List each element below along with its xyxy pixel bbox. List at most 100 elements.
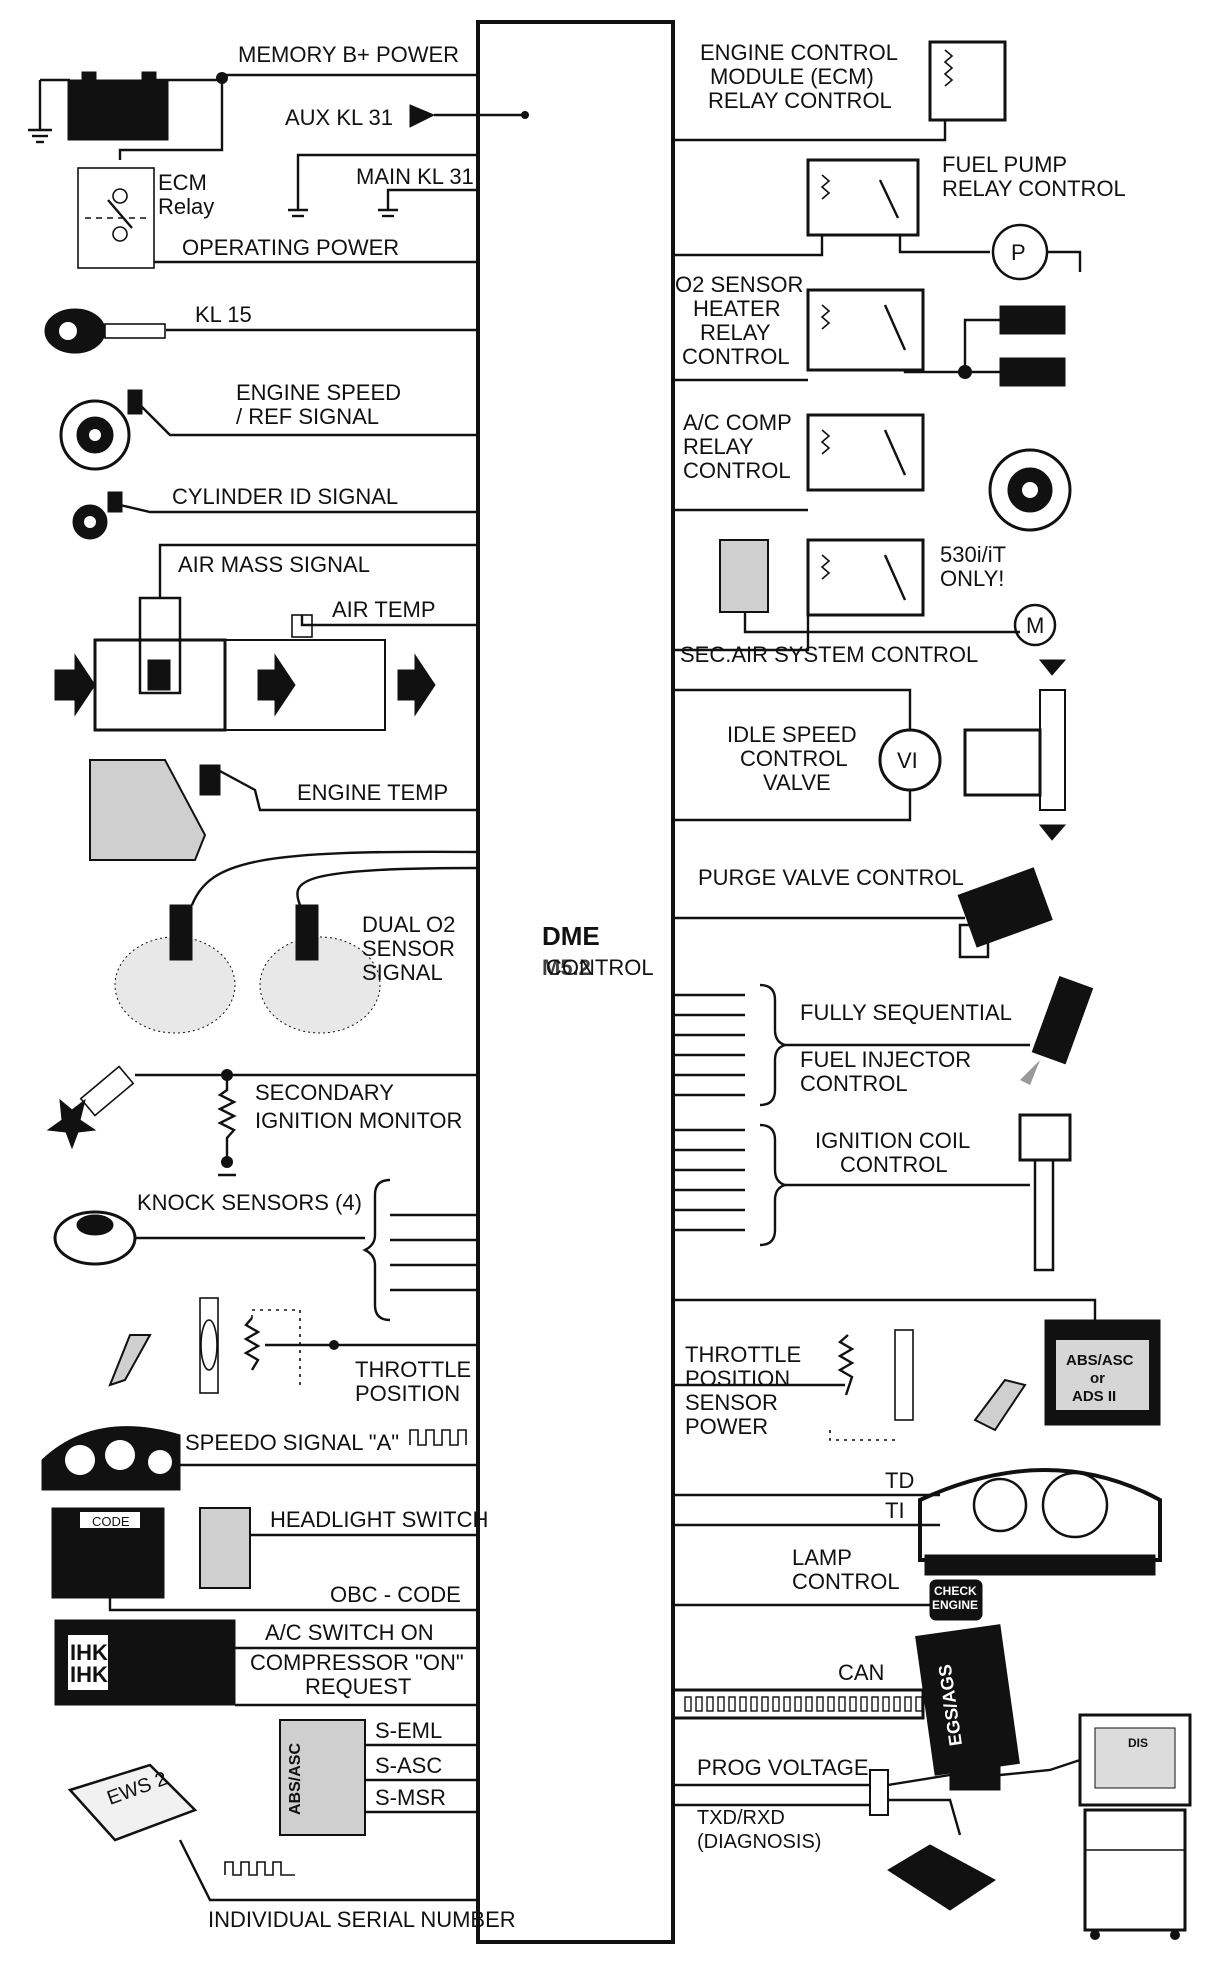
- compressor-request-label: COMPRESSOR "ON"REQUEST: [250, 1650, 464, 1699]
- coolant-temp-sensor-icon: [90, 760, 220, 860]
- can-ladder-rung: [839, 1697, 845, 1711]
- knock-sensor-icon: [55, 1212, 135, 1264]
- abs-asc-module-icon: ABS/ASC: [280, 1720, 365, 1835]
- ews-module-icon: EWS 2: [70, 1765, 195, 1840]
- serial-number-label: INDIVIDUAL SERIAL NUMBER: [208, 1907, 516, 1932]
- sec-air-label: SEC.AIR SYSTEM CONTROL: [680, 642, 978, 667]
- operating-power-label: OPERATING POWER: [182, 235, 399, 260]
- sec-air-relay-icon: [808, 540, 923, 615]
- abs-asc-module-text: ABS/ASC: [287, 1743, 304, 1815]
- ac-compressor-clutch-icon: [990, 450, 1070, 530]
- dis-text: DIS: [1128, 1736, 1148, 1750]
- headlight-switch-label: HEADLIGHT SWITCH: [270, 1507, 488, 1532]
- instrument-cluster-icon: [42, 1427, 180, 1490]
- can-ladder-rung: [707, 1697, 713, 1711]
- txd-rxd-label: TXD/RXD(DIAGNOSIS): [697, 1807, 821, 1853]
- aux-kl31-arrow-icon: [410, 105, 434, 127]
- obc-keypad-icon: CODE: [52, 1508, 164, 1598]
- secondary-ignition-label: SECONDARYIGNITION MONITOR: [255, 1080, 462, 1133]
- can-bus-icon: [673, 1690, 923, 1718]
- serial-pulse-icon: [225, 1862, 295, 1875]
- fuel-injector-icon: [1020, 977, 1093, 1085]
- can-ladder-rung: [850, 1697, 856, 1711]
- can-ladder-rung: [894, 1697, 900, 1711]
- purge-valve-icon: [958, 868, 1052, 957]
- accel-pedal-icon: [975, 1380, 1025, 1430]
- prog-voltage-label: PROG VOLTAGE: [697, 1755, 869, 1780]
- battery-icon: [28, 72, 168, 142]
- engine-speed-label: ENGINE SPEED/ REF SIGNAL: [236, 380, 401, 429]
- can-ladder-rung: [784, 1697, 790, 1711]
- cam-sensor-icon: [73, 492, 122, 539]
- dis-tester-icon: DIS: [1080, 1715, 1190, 1940]
- o2-sensor-icon: [115, 905, 380, 1033]
- air-mass-label: AIR MASS SIGNAL: [178, 552, 370, 577]
- can-ladder-rung: [872, 1697, 878, 1711]
- diagnostic-plug-icon: [950, 1762, 1000, 1790]
- engine-temp-label: ENGINE TEMP: [297, 780, 448, 805]
- idle-valve-body-icon: [965, 730, 1040, 795]
- dme-module-box: [478, 22, 673, 1942]
- aux-kl31-label: AUX KL 31: [285, 105, 393, 130]
- can-ladder-rung: [740, 1697, 746, 1711]
- can-ladder-rung: [883, 1697, 889, 1711]
- can-ladder-rung: [905, 1697, 911, 1711]
- can-ladder-rung: [795, 1697, 801, 1711]
- crank-sensor-icon: [61, 390, 142, 469]
- motor-symbol: M: [1026, 613, 1044, 638]
- purge-valve-label: PURGE VALVE CONTROL: [698, 865, 964, 890]
- idle-valve-symbol: VI: [897, 748, 918, 773]
- ti-label: TI: [885, 1498, 905, 1523]
- spark-plug-icon: [48, 1067, 133, 1148]
- headlight-switch-icon: [200, 1508, 250, 1588]
- ac-relay-icon: [808, 415, 923, 490]
- dme-title: DME: [542, 921, 600, 951]
- diagnostic-connector-icon: [870, 1770, 888, 1815]
- pump-symbol: P: [1011, 240, 1026, 265]
- pulse-signal-icon: [410, 1430, 466, 1445]
- can-ladder-rung: [751, 1697, 757, 1711]
- speedo-label: SPEEDO SIGNAL "A": [185, 1430, 399, 1455]
- can-bus-ladder: [685, 1697, 922, 1711]
- can-ladder-rung: [762, 1697, 768, 1711]
- egs-ags-module-icon: EGS/AGS: [916, 1625, 1020, 1775]
- can-ladder-rung: [916, 1697, 922, 1711]
- can-ladder-rung: [828, 1697, 834, 1711]
- obc-code-label: OBC - CODE: [330, 1582, 461, 1607]
- code-display-text: CODE: [92, 1514, 130, 1529]
- o2-heater-element-icon: [1000, 306, 1065, 334]
- can-ladder-rung: [861, 1697, 867, 1711]
- can-ladder-rung: [696, 1697, 702, 1711]
- o2-heater-relay-icon: [808, 290, 923, 370]
- can-ladder-rung: [806, 1697, 812, 1711]
- can-ladder-rung: [729, 1697, 735, 1711]
- can-ladder-rung: [773, 1697, 779, 1711]
- injector-signal-lines: [673, 995, 745, 1230]
- ecm-relay-coil-icon: [930, 42, 1005, 120]
- s-asc-label: S-ASC: [375, 1753, 442, 1778]
- can-ladder-rung: [685, 1697, 691, 1711]
- secondary-air-valve-icon: [720, 540, 768, 612]
- air-temp-label: AIR TEMP: [332, 597, 436, 622]
- kl15-label: KL 15: [195, 302, 252, 327]
- only-530-label: 530i/iTONLY!: [940, 542, 1006, 591]
- ignition-key-icon: [45, 309, 165, 353]
- memory-power-label: MEMORY B+ POWER: [238, 42, 459, 67]
- td-label: TD: [885, 1468, 914, 1493]
- handheld-tester-icon: [888, 1845, 995, 1910]
- can-label: CAN: [838, 1660, 884, 1685]
- ac-switch-label: A/C SWITCH ON: [265, 1620, 434, 1645]
- main-kl31-label: MAIN KL 31: [356, 164, 474, 189]
- can-ladder-rung: [718, 1697, 724, 1711]
- fuel-injector-label: FUEL INJECTORCONTROL: [800, 1047, 971, 1096]
- ignition-coil-icon: [1020, 1115, 1070, 1270]
